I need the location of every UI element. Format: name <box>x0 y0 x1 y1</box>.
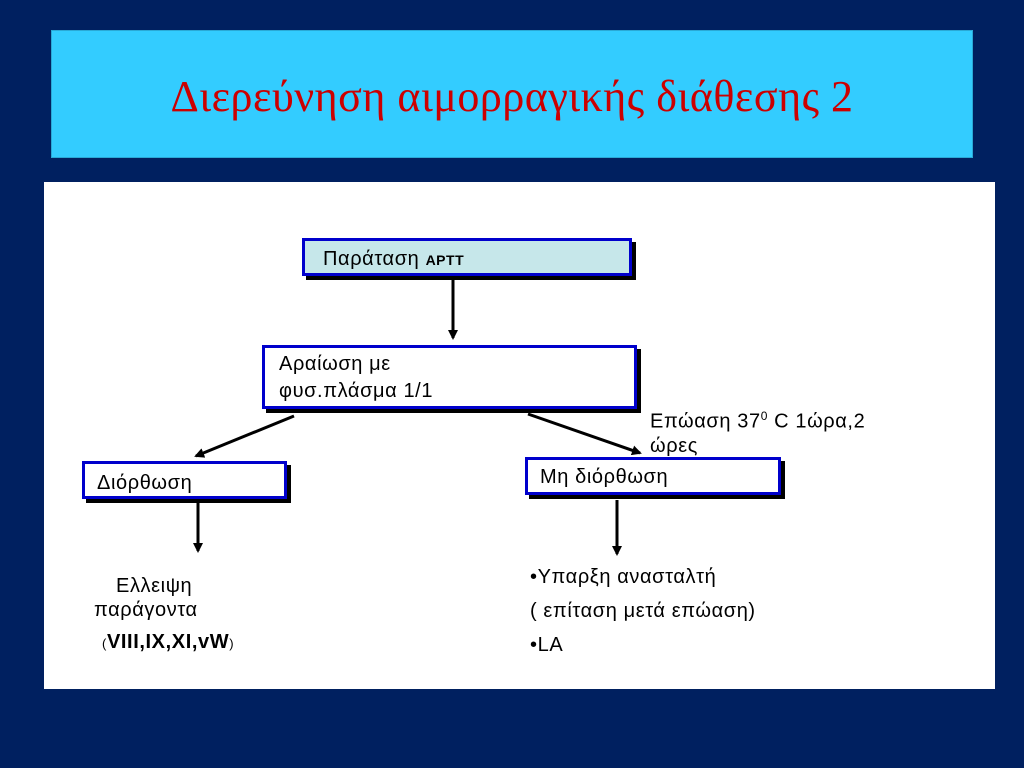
deficiency-factors-list: VIII,IX,XI,vW <box>106 631 230 653</box>
deficiency-line-1: Ελλειψη <box>116 575 193 597</box>
inhibitor-line-2: ( επίταση μετά επώαση) <box>530 600 756 622</box>
deficiency-text: Ελλειψη παράγοντα (VIII,IX,XI,vW) <box>94 574 234 656</box>
title-bar: Διερεύνηση αιμορραγικής διάθεσης 2 <box>51 30 973 158</box>
slide-title: Διερεύνηση αιμορραγικής διάθεσης 2 <box>170 72 854 121</box>
incubation-line-2: ώρες <box>650 434 698 457</box>
no-correction-box: Μη διόρθωση <box>525 457 781 495</box>
incubation-note: Επώαση 370 C 1ώρα,2 ώρες <box>650 404 865 458</box>
dilution-line-2: φυσ.πλάσμα 1/1 <box>279 380 434 402</box>
arrow-dilution-to-correction <box>194 414 295 458</box>
dilution-box: Αραίωση με φυσ.πλάσμα 1/1 <box>262 345 637 409</box>
aptt-label: Παράταση <box>323 248 426 270</box>
inhibitor-line-1: •Υπαρξη ανασταλτή <box>530 566 717 588</box>
correction-box: Διόρθωση <box>82 461 287 499</box>
aptt-abbrev: APTT <box>425 252 465 268</box>
no-correction-label: Μη διόρθωση <box>540 466 669 488</box>
incubation-line-1: Επώαση 37 <box>650 410 761 433</box>
incubation-sup: 0 <box>760 409 768 423</box>
aptt-box: Παράταση APTT <box>302 238 632 276</box>
inhibitor-text: •Υπαρξη ανασταλτή ( επίταση μετά επώαση)… <box>530 560 756 662</box>
arrows-layer <box>193 279 642 556</box>
dilution-line-1: Αραίωση με <box>279 353 391 375</box>
arrow-dilution-to-no-correction <box>527 412 642 456</box>
correction-label: Διόρθωση <box>97 472 193 494</box>
incubation-line-1-rest: C 1ώρα,2 <box>767 410 866 433</box>
diagram-panel: Παράταση APTT Αραίωση με φυσ.πλάσμα 1/1 … <box>44 182 995 689</box>
inhibitor-line-3: •LA <box>530 634 564 656</box>
deficiency-factors: (VIII,IX,XI,vW) <box>102 631 235 653</box>
deficiency-line-2: παράγοντα <box>94 599 198 621</box>
